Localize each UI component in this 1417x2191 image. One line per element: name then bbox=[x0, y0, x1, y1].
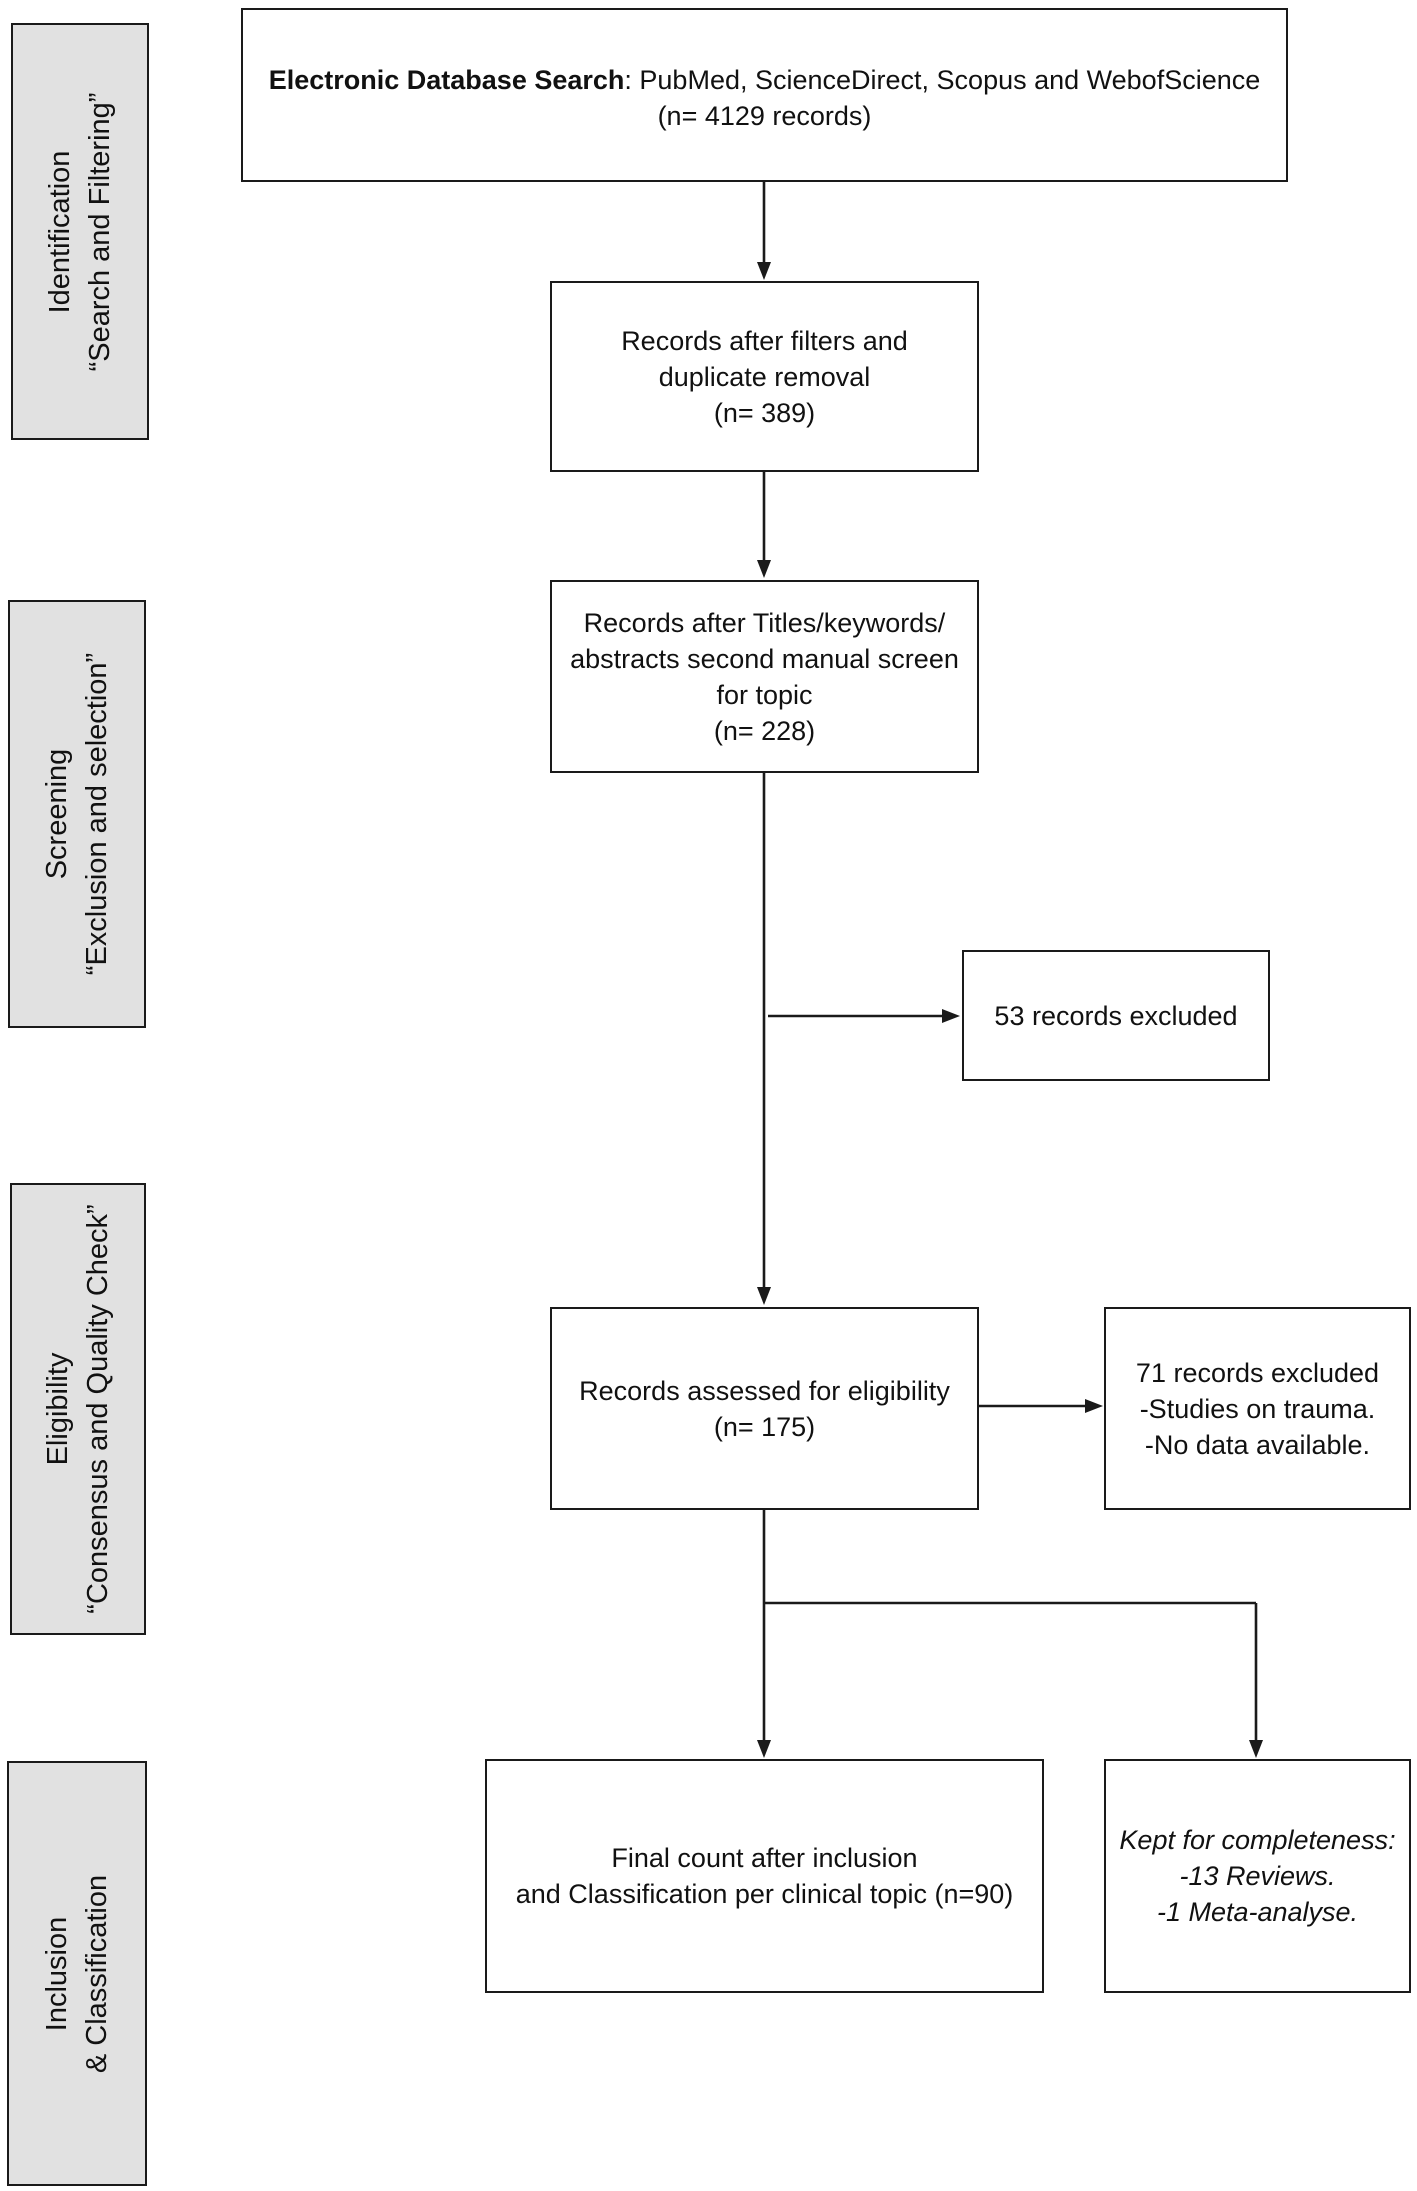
stage-eligibility-subtitle: “Consensus and Quality Check” bbox=[82, 1204, 114, 1614]
records-eligible-count: (n= 175) bbox=[713, 1411, 816, 1442]
box-excluded-71: 71 records excluded -Studies on trauma. … bbox=[1104, 1307, 1411, 1510]
excluded-71-reason-trauma: -Studies on trauma. bbox=[1139, 1393, 1376, 1424]
excluded-71-title: 71 records excluded bbox=[1135, 1357, 1380, 1388]
records-screened-line3: for topic bbox=[716, 679, 813, 710]
stage-screening-title: Screening bbox=[41, 748, 73, 880]
database-search-sources: : PubMed, ScienceDirect, Scopus and Webo… bbox=[624, 65, 1261, 95]
stage-inclusion-subtitle: & Classification bbox=[81, 1874, 113, 2073]
kept-completeness-reviews: -13 Reviews. bbox=[1179, 1861, 1336, 1891]
stage-eligibility: Eligibility “Consensus and Quality Check… bbox=[10, 1183, 146, 1635]
excluded-53-text: 53 records excluded bbox=[994, 1000, 1238, 1031]
records-filtered-count: (n= 389) bbox=[713, 397, 816, 428]
records-screened-line2: abstracts second manual screen bbox=[570, 643, 959, 674]
arrowhead-final bbox=[757, 1740, 771, 1758]
stage-identification-title: Identification bbox=[44, 150, 76, 313]
database-search-label: Electronic Database Search bbox=[268, 65, 625, 95]
kept-completeness-meta-analyse: -1 Meta-analyse. bbox=[1156, 1897, 1359, 1927]
box-records-screened: Records after Titles/keywords/ abstracts… bbox=[550, 580, 979, 773]
arrowhead-excluded-53 bbox=[942, 1009, 960, 1023]
box-database-search: Electronic Database Search: PubMed, Scie… bbox=[241, 8, 1288, 182]
records-screened-line1: Records after Titles/keywords/ bbox=[583, 607, 946, 638]
stage-eligibility-title: Eligibility bbox=[42, 1352, 74, 1466]
records-eligible-line1: Records assessed for eligibility bbox=[579, 1375, 950, 1406]
records-filtered-line1: Records after filters and bbox=[621, 325, 908, 356]
stage-identification: Identification “Search and Filtering” bbox=[11, 23, 149, 440]
box-records-eligible: Records assessed for eligibility (n= 175… bbox=[550, 1307, 979, 1510]
records-filtered-line2: duplicate removal bbox=[658, 361, 871, 392]
stage-inclusion: Inclusion & Classification bbox=[7, 1761, 147, 2186]
arrowhead-kept bbox=[1249, 1740, 1263, 1758]
stage-identification-subtitle: “Search and Filtering” bbox=[84, 92, 116, 371]
stage-screening-subtitle: “Exclusion and selection” bbox=[81, 652, 113, 976]
arrowhead-eligible bbox=[757, 1287, 771, 1305]
arrowhead-filtered bbox=[757, 262, 771, 280]
database-search-count: (n= 4129 records) bbox=[657, 101, 872, 131]
excluded-71-reason-no-data: -No data available. bbox=[1144, 1429, 1371, 1460]
final-count-line1: Final count after inclusion bbox=[611, 1843, 918, 1873]
kept-completeness-title: Kept for completeness: bbox=[1119, 1825, 1396, 1855]
arrowhead-excluded-71 bbox=[1085, 1399, 1103, 1413]
stage-screening: Screening “Exclusion and selection” bbox=[8, 600, 146, 1028]
arrowhead-screened bbox=[757, 560, 771, 578]
final-count-line2: and Classification per clinical topic (n… bbox=[515, 1879, 1014, 1909]
records-screened-count: (n= 228) bbox=[713, 715, 816, 746]
stage-inclusion-title: Inclusion bbox=[41, 1916, 73, 2031]
box-kept-completeness: Kept for completeness: -13 Reviews. -1 M… bbox=[1104, 1759, 1411, 1993]
box-excluded-53: 53 records excluded bbox=[962, 950, 1270, 1081]
box-records-filtered: Records after filters and duplicate remo… bbox=[550, 281, 979, 472]
box-final-count: Final count after inclusion and Classifi… bbox=[485, 1759, 1044, 1993]
